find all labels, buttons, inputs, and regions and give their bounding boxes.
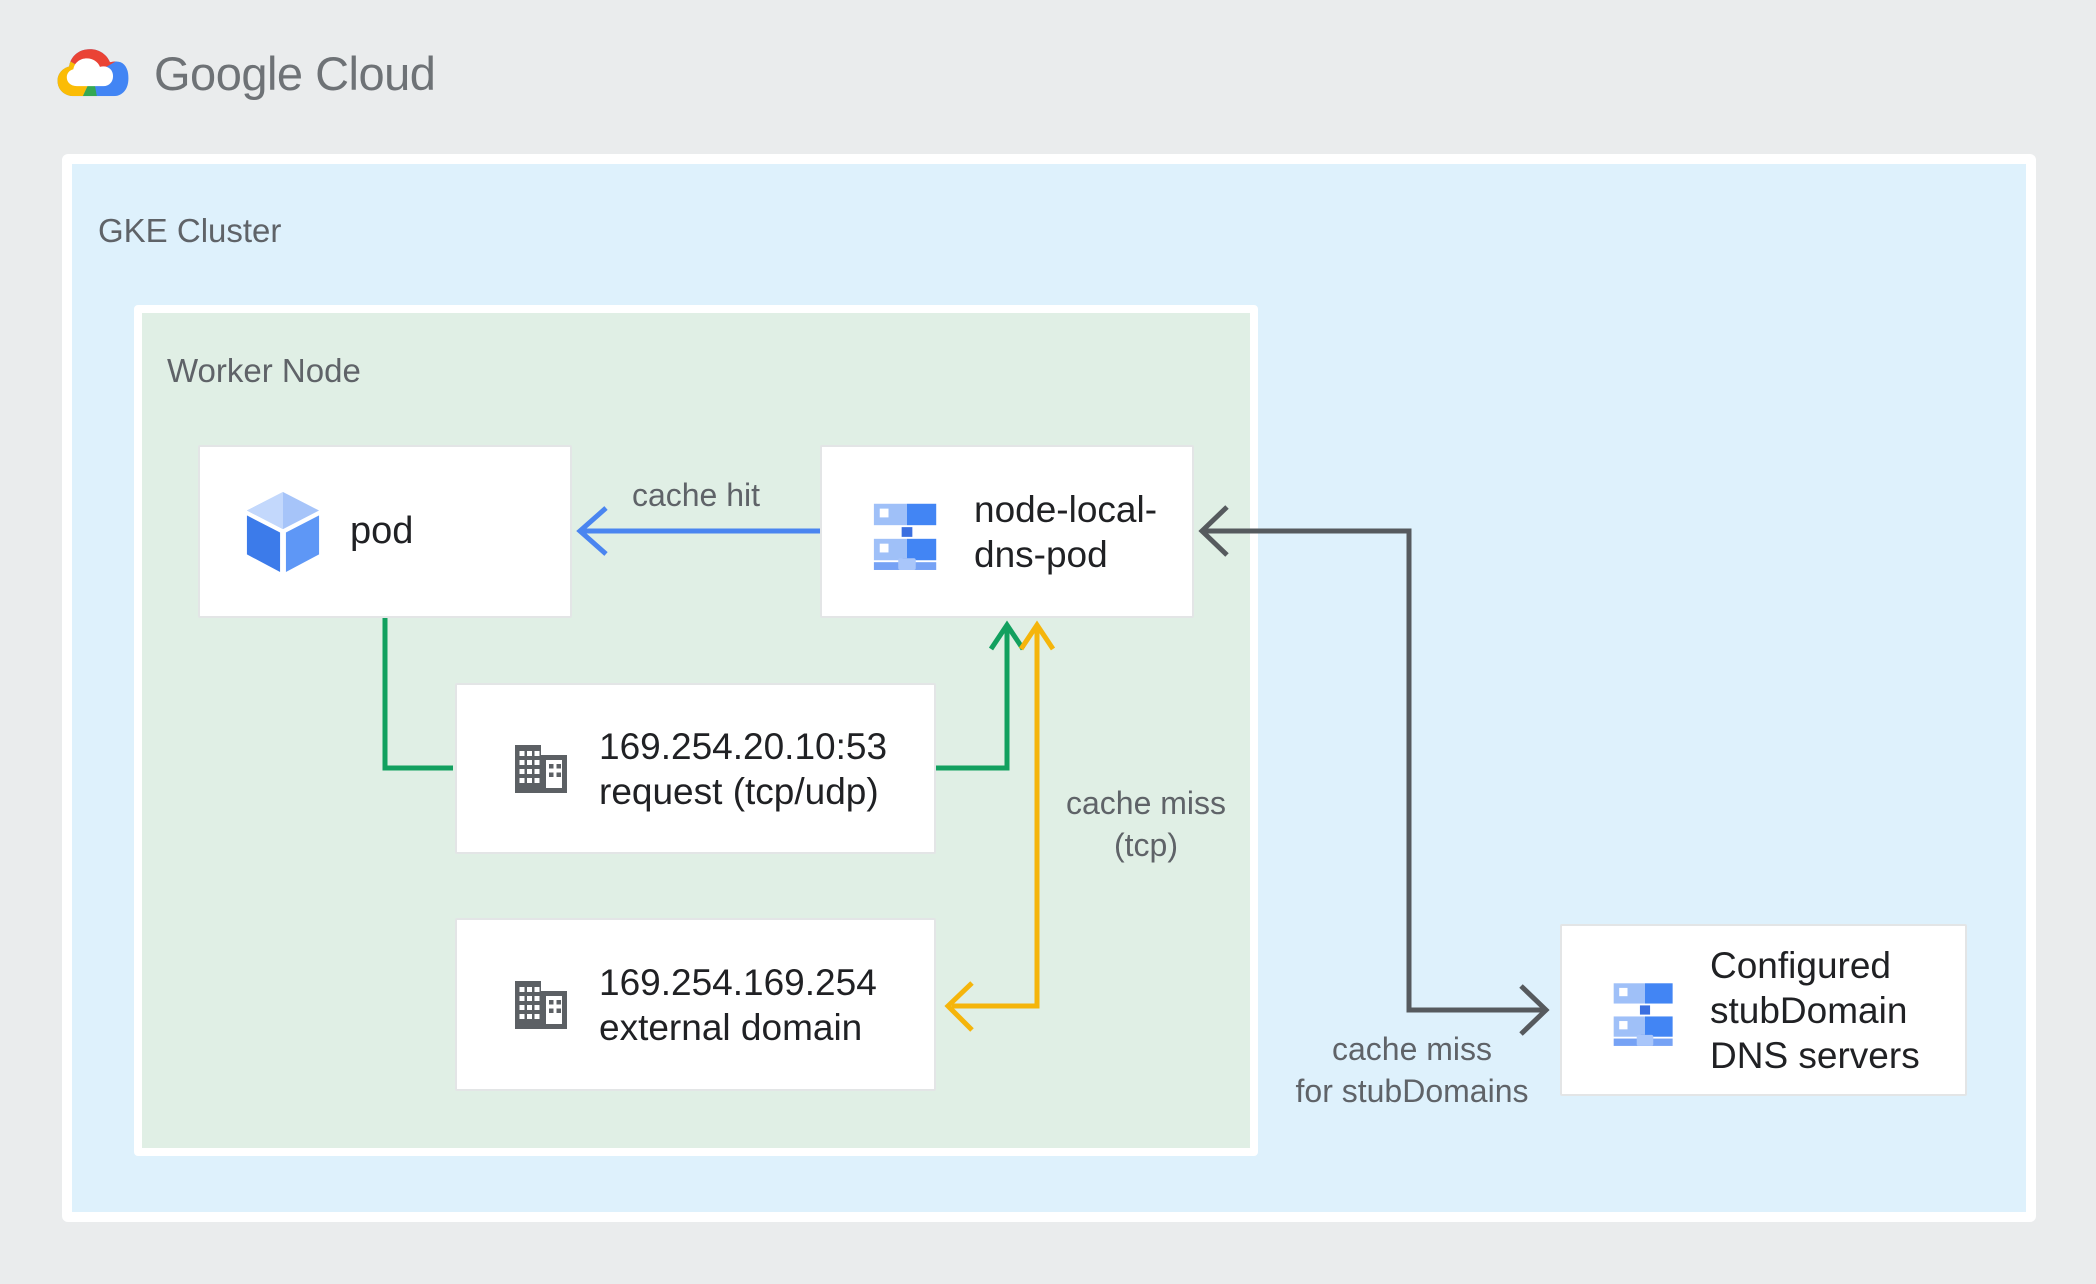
worker-node-label: Worker Node bbox=[167, 352, 361, 389]
pod-cube-icon bbox=[246, 491, 320, 572]
stubdomain-dns-servers-label: Configured stubDomain DNS servers bbox=[1710, 944, 1920, 1076]
cache-miss-tcp-label: cache miss (tcp) bbox=[1036, 782, 1256, 866]
dns-request-label: 169.254.20.10:53 request (tcp/udp) bbox=[599, 724, 887, 814]
cache-miss-tcp-line2: (tcp) bbox=[1114, 827, 1178, 863]
gke-cluster-label: GKE Cluster bbox=[98, 212, 282, 249]
external-domain-node: 169.254.169.254 external domain bbox=[455, 918, 936, 1091]
dns-server-icon bbox=[1613, 983, 1673, 1046]
cache-miss-stub-line2: for stubDomains bbox=[1295, 1073, 1529, 1109]
external-domain-text: external domain bbox=[599, 1006, 863, 1048]
pod-label: pod bbox=[350, 510, 414, 552]
dns-request-proto: request (tcp/udp) bbox=[599, 770, 879, 812]
node-local-dns-pod-label: node-local-dns-pod bbox=[974, 488, 1158, 575]
google-cloud-logo-icon bbox=[57, 49, 129, 97]
domain-building-icon bbox=[515, 980, 567, 1029]
domain-building-icon bbox=[515, 744, 567, 793]
external-domain-ip: 169.254.169.254 bbox=[599, 961, 877, 1003]
pod-node: pod bbox=[198, 445, 572, 618]
dns-server-icon bbox=[873, 503, 937, 570]
stubdomain-dns-servers-node: Configured stubDomain DNS servers bbox=[1560, 924, 1967, 1096]
cache-miss-stubdomains-label: cache miss for stubDomains bbox=[1266, 1028, 1558, 1112]
node-local-dns-pod-node: node-local-dns-pod bbox=[820, 445, 1194, 618]
google-cloud-logo: Google Cloud bbox=[56, 42, 436, 104]
cache-hit-label: cache hit bbox=[631, 477, 761, 513]
cache-miss-tcp-line1: cache miss bbox=[1065, 785, 1227, 821]
cache-miss-stub-line1: cache miss bbox=[1331, 1031, 1493, 1067]
logo-wordmark: Google Cloud bbox=[154, 46, 436, 100]
dns-request-ip: 169.254.20.10:53 bbox=[599, 725, 888, 767]
dns-request-node: 169.254.20.10:53 request (tcp/udp) bbox=[455, 683, 936, 854]
external-domain-label: 169.254.169.254 external domain bbox=[599, 960, 877, 1050]
